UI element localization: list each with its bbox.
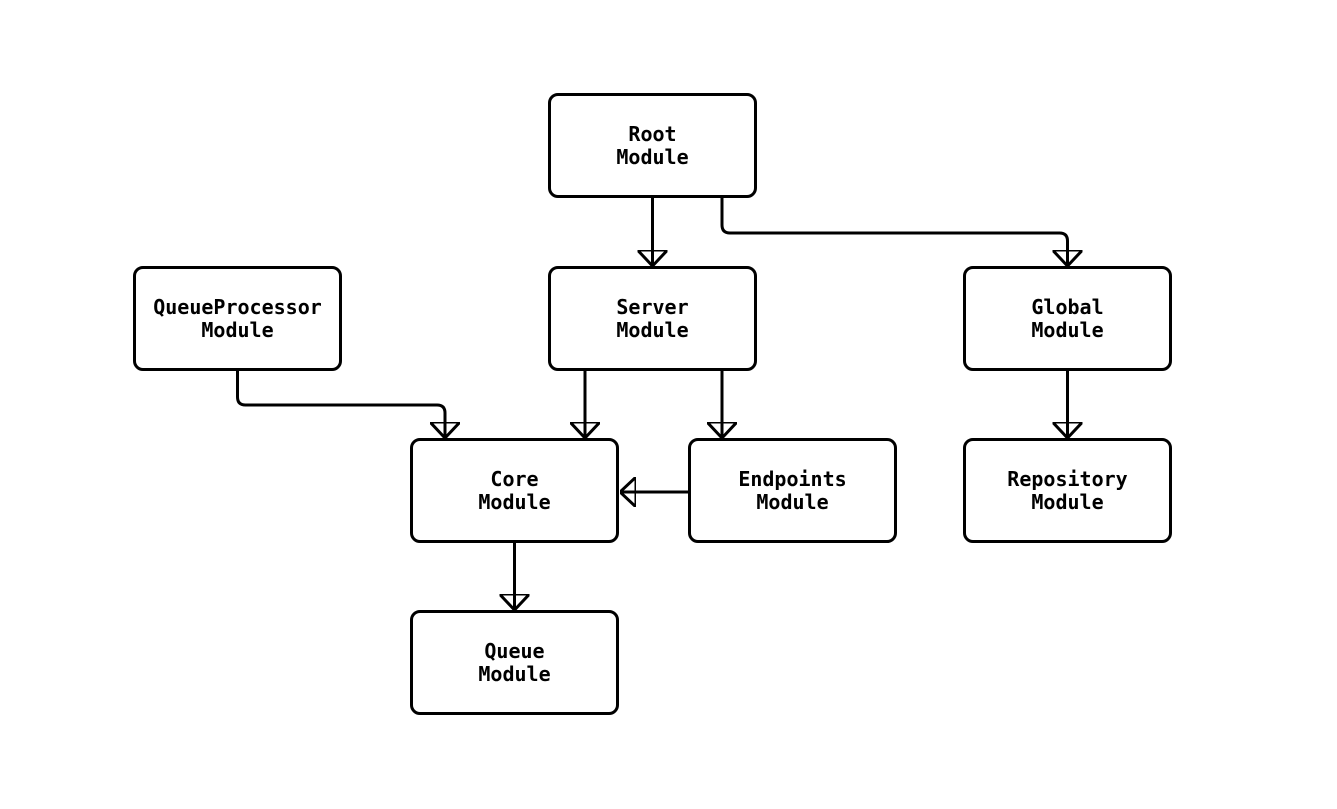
node-global-module: Global Module	[963, 266, 1172, 371]
edge-root-to-global	[720, 198, 1068, 264]
node-server-module: Server Module	[548, 266, 757, 371]
node-root-module: Root Module	[548, 93, 757, 198]
node-core-module: Core Module	[410, 438, 619, 543]
edge-queueprocessor-to-core	[236, 371, 446, 436]
node-endpoints-module: Endpoints Module	[688, 438, 897, 543]
node-repository-module: Repository Module	[963, 438, 1172, 543]
node-queueprocessor-module: QueueProcessor Module	[133, 266, 342, 371]
node-queue-module: Queue Module	[410, 610, 619, 715]
